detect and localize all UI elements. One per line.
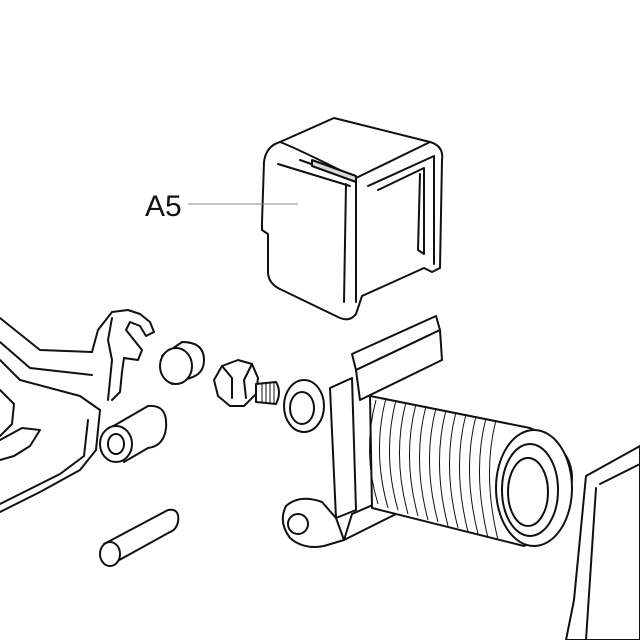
bushing-part: [99, 404, 168, 463]
pin-part: [99, 508, 180, 567]
cap-part: [159, 341, 205, 385]
left-frame-bracket: [0, 309, 155, 513]
a5-cover-part: [261, 117, 444, 321]
callout-a5: A5: [145, 190, 298, 223]
washer-part: [283, 379, 325, 433]
threaded-sleeve-assembly: [281, 315, 573, 548]
callout-label: A5: [145, 190, 182, 223]
right-edge-part: [565, 445, 640, 640]
nut-part: [213, 359, 280, 407]
